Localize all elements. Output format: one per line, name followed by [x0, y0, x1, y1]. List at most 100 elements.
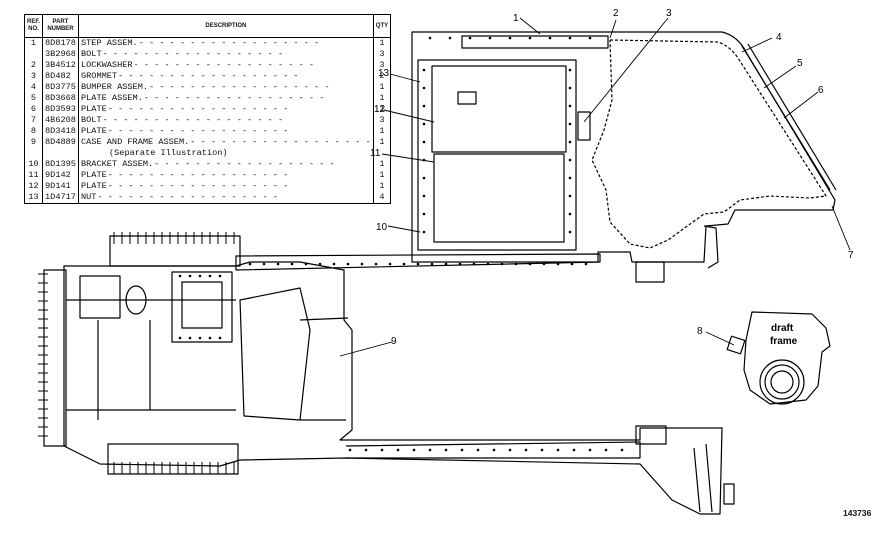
rivet	[388, 262, 392, 266]
rivet	[188, 336, 192, 340]
dot-leader: - - - - - - - - - - - - - - - - - -	[107, 104, 289, 114]
fender-inner-outline	[591, 39, 827, 249]
header-part-number: PART NUMBER	[42, 14, 79, 38]
draft-frame-label-line2: frame	[770, 336, 798, 347]
rivet	[528, 36, 532, 40]
left-drive-housing	[79, 275, 121, 319]
parts-row-qty: 1	[372, 170, 392, 181]
draft-frame-plate	[726, 335, 746, 355]
callout-3: 3	[666, 8, 672, 19]
dot-leader: - - - - - - - - - - - - - - - - - -	[102, 49, 284, 59]
parts-row-ref: 9	[23, 137, 44, 159]
tail-bracket	[635, 425, 667, 445]
draft-frame-ring-mid	[764, 364, 800, 400]
rivet	[568, 230, 572, 234]
header-description: DESCRIPTION	[77, 14, 374, 38]
parts-row-ref: 7	[23, 115, 44, 126]
callout-12: 12	[374, 104, 386, 115]
parts-row-description: CASE AND FRAME ASSEM.	[80, 137, 191, 147]
figure-id: 143736	[843, 508, 872, 518]
parts-row-ref: 13	[23, 192, 44, 204]
rivet	[422, 122, 426, 126]
callout-7: 7	[848, 250, 854, 261]
parts-row-ref: 8	[23, 126, 44, 137]
rivet	[568, 158, 572, 162]
rivet	[380, 448, 384, 452]
rivet	[444, 448, 448, 452]
callout-9: 9	[391, 336, 397, 347]
parts-row-ref: 1	[23, 37, 44, 49]
parts-row-description: STEP ASSEM.	[80, 38, 139, 48]
rivet	[548, 36, 552, 40]
rivet	[468, 36, 472, 40]
parts-row-qty: 1	[372, 104, 392, 115]
parts-row-qty: 3	[372, 49, 392, 60]
rivet	[416, 262, 420, 266]
upper-frame-rail	[235, 253, 601, 271]
rivet	[460, 448, 464, 452]
track-roller-teeth	[38, 232, 235, 474]
rivet	[458, 262, 462, 266]
rivet	[572, 448, 576, 452]
rivet	[248, 262, 252, 266]
rivet	[422, 86, 426, 90]
parts-row-qty: 3	[372, 115, 392, 126]
parts-row-ref: 6	[23, 104, 44, 115]
rivet	[584, 262, 588, 266]
rivet	[422, 176, 426, 180]
callout-6: 6	[818, 85, 824, 96]
left-end-plate	[43, 269, 67, 447]
parts-row-description-cell: CASE AND FRAME ASSEM. - - - - - - - - - …	[77, 137, 374, 159]
parts-row-note: (Separate Illustration)	[108, 148, 228, 158]
rivet	[208, 336, 212, 340]
rivet	[178, 274, 182, 278]
rivet	[556, 262, 560, 266]
rivet	[604, 448, 608, 452]
rivet	[218, 274, 222, 278]
rivet	[568, 68, 572, 72]
rivet	[198, 336, 202, 340]
parts-row-ref: 10	[23, 159, 44, 170]
rivet	[500, 262, 504, 266]
rivet	[304, 262, 308, 266]
rivet	[218, 336, 222, 340]
rivet	[540, 448, 544, 452]
rivet	[472, 262, 476, 266]
dot-leader: - - - - - - - - - - - - - - - - - -	[154, 159, 335, 169]
fender-flange	[703, 225, 719, 269]
rivet	[568, 194, 572, 198]
parts-row-qty: 1	[372, 137, 392, 159]
rivet	[198, 274, 202, 278]
parts-row-ref: 11	[23, 170, 44, 181]
rivet	[588, 36, 592, 40]
callout-8: 8	[697, 326, 703, 337]
case-frame-side	[299, 317, 349, 421]
rivet	[430, 262, 434, 266]
parts-row-description: BOLT	[80, 115, 103, 125]
dot-leader: - - - - - - - - - - - - - - - - - -	[118, 71, 299, 81]
dot-leader: - - - - - - - - - - - - - - - - - -	[107, 126, 289, 136]
dot-leader: - - - - - - - - - - - - - - - - - -	[133, 60, 315, 70]
grommet-bracket	[577, 111, 591, 141]
rivet	[422, 194, 426, 198]
rivet	[208, 274, 212, 278]
rear-hitch	[723, 483, 735, 505]
callout-4: 4	[776, 32, 782, 43]
leader-lines	[339, 17, 851, 357]
lower-frame-rail	[345, 441, 641, 459]
rivet	[428, 36, 432, 40]
main-frame-outline	[63, 261, 723, 515]
lower-plate	[433, 153, 565, 243]
rivet-pattern	[178, 36, 624, 452]
rivet	[262, 262, 266, 266]
rivet	[568, 140, 572, 144]
